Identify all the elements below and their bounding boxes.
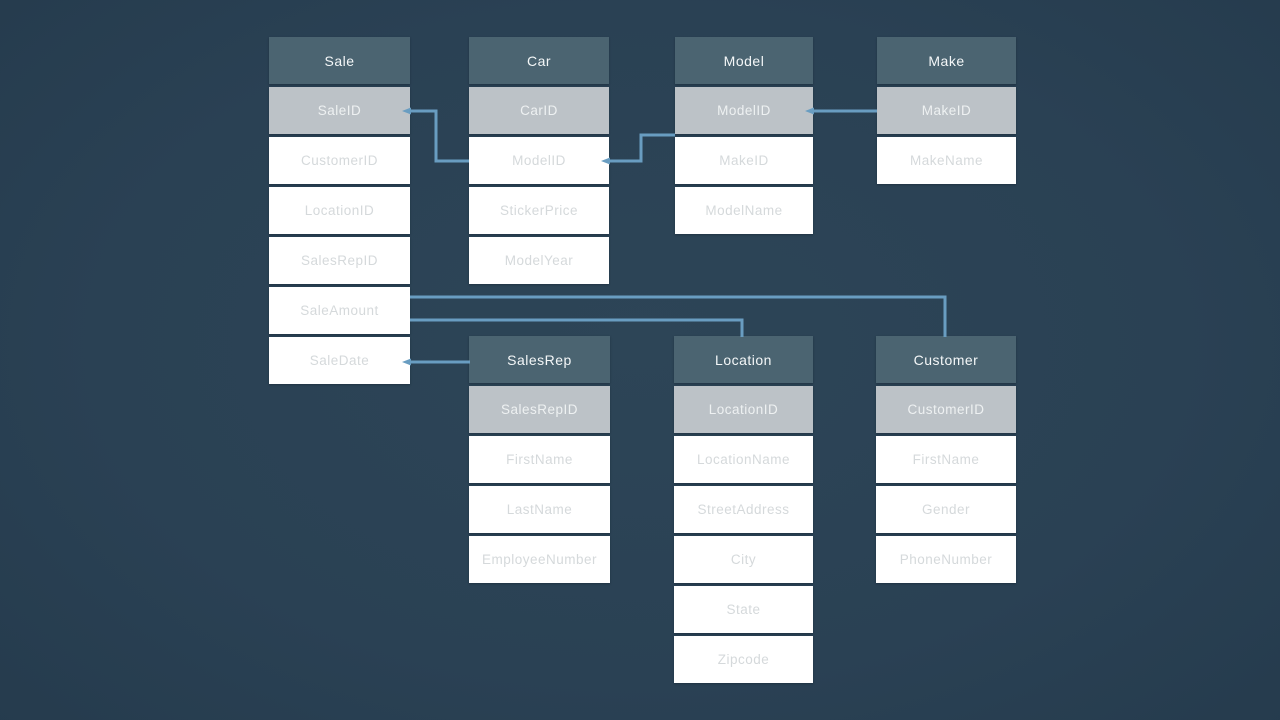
field-row-stickerprice: StickerPrice <box>469 187 609 234</box>
field-row-locationname: LocationName <box>674 436 813 483</box>
field-row-phonenumber: PhoneNumber <box>876 536 1016 583</box>
table-title-model: Model <box>675 37 813 84</box>
field-row-customerid: CustomerID <box>876 386 1016 433</box>
field-row-carid: CarID <box>469 87 609 134</box>
field-row-firstname: FirstName <box>469 436 610 483</box>
relationship-line-sale-saleid-to-car-modelid <box>410 109 469 163</box>
field-row-city: City <box>674 536 813 583</box>
field-row-locationid: LocationID <box>674 386 813 433</box>
relationship-line-car-modelid-to-model <box>609 133 675 163</box>
relationship-line-sale-to-customer <box>410 295 947 337</box>
field-row-zipcode: Zipcode <box>674 636 813 683</box>
field-row-salesrepid: SalesRepID <box>469 386 610 433</box>
field-row-modelname: ModelName <box>675 187 813 234</box>
table-title-customer: Customer <box>876 336 1016 383</box>
table-title-salesrep: SalesRep <box>469 336 610 383</box>
field-row-makeid: MakeID <box>877 87 1016 134</box>
field-row-modelid: ModelID <box>675 87 813 134</box>
table-title-sale: Sale <box>269 37 410 84</box>
field-row-state: State <box>674 586 813 633</box>
field-row-modelyear: ModelYear <box>469 237 609 284</box>
field-row-customerid: CustomerID <box>269 137 410 184</box>
field-row-saleid: SaleID <box>269 87 410 134</box>
table-title-location: Location <box>674 336 813 383</box>
field-row-gender: Gender <box>876 486 1016 533</box>
field-row-streetaddress: StreetAddress <box>674 486 813 533</box>
field-row-employeenumber: EmployeeNumber <box>469 536 610 583</box>
field-row-firstname: FirstName <box>876 436 1016 483</box>
field-row-modelid: ModelID <box>469 137 609 184</box>
table-title-car: Car <box>469 37 609 84</box>
field-row-locationid: LocationID <box>269 187 410 234</box>
field-row-salesrepid: SalesRepID <box>269 237 410 284</box>
field-row-makeid: MakeID <box>675 137 813 184</box>
field-row-lastname: LastName <box>469 486 610 533</box>
field-row-saledate: SaleDate <box>269 337 410 384</box>
field-row-makename: MakeName <box>877 137 1016 184</box>
field-row-saleamount: SaleAmount <box>269 287 410 334</box>
relationship-line-sale-to-location <box>410 318 744 337</box>
table-title-make: Make <box>877 37 1016 84</box>
